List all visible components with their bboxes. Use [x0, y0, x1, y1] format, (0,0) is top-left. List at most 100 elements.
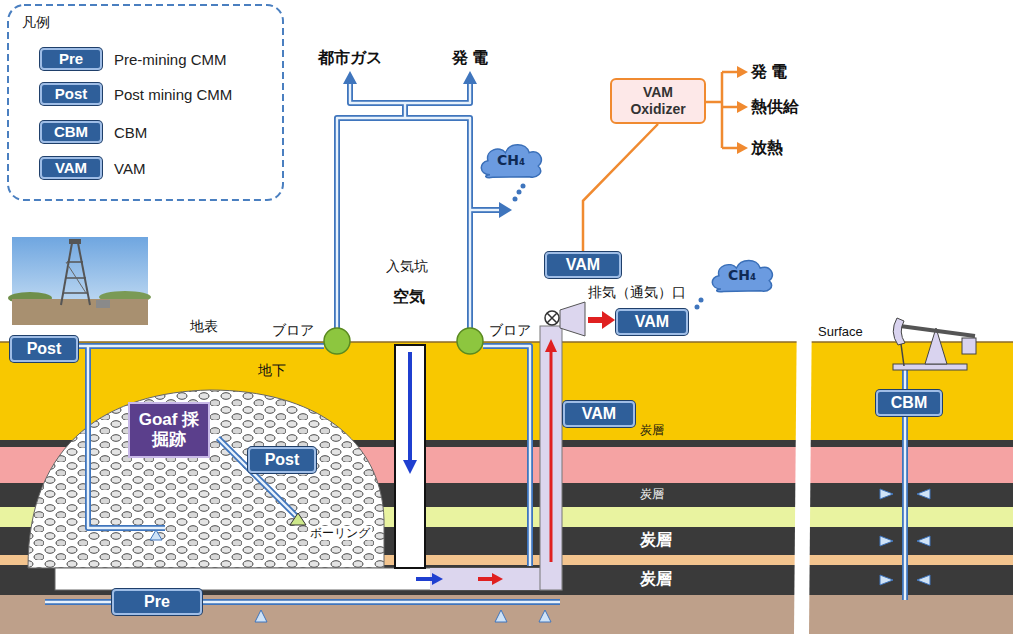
- rig-bar: [67, 261, 83, 263]
- output-label: 放熱: [751, 138, 783, 157]
- methane-cloud: CH₄: [705, 254, 779, 296]
- gas-pipe: [483, 346, 530, 566]
- goaf-box: Goaf 採掘跡: [128, 402, 210, 458]
- fan-housing: [560, 302, 585, 336]
- gas-pipe: [470, 209, 500, 211]
- node-text: Post: [265, 450, 300, 469]
- gas-inflow-arrow: [880, 536, 893, 546]
- gas-inflow-arrow: [880, 575, 893, 585]
- blower: [324, 328, 350, 354]
- pipe-arrowhead: [343, 71, 357, 84]
- node-text: VAM: [635, 312, 669, 331]
- underground-label: 地下: [258, 362, 286, 379]
- rig-leg: [78, 243, 90, 305]
- gas-pipe: [350, 82, 470, 118]
- methane-dot: [521, 184, 526, 189]
- exhaust-arrowhead: [602, 311, 615, 329]
- gas-inflow-arrow: [917, 536, 930, 546]
- pre-badge: Pre: [112, 589, 202, 615]
- legend-swatch: Pre: [40, 48, 102, 70]
- section-gap: [794, 300, 812, 634]
- output-arrowhead: [737, 66, 748, 78]
- blower: [457, 328, 483, 354]
- output-label: 熱供給: [751, 97, 799, 116]
- drill-bit: [290, 513, 306, 525]
- node-text: Goaf 採掘跡: [134, 410, 204, 449]
- seam-label: 炭層: [640, 423, 664, 437]
- legend-row: CBM CBM: [40, 121, 147, 143]
- post-badge: Post: [10, 336, 78, 362]
- gas-pipe: [350, 82, 470, 118]
- cbm-badge: CBM: [876, 390, 942, 416]
- intake-shaft: [395, 345, 425, 568]
- legend-badge-text: Post: [55, 85, 88, 103]
- blower-label: ブロア: [272, 322, 314, 339]
- gas-inflow-arrow: [150, 530, 162, 540]
- node-text: CH₄: [497, 152, 525, 168]
- seam-label: 炭層: [640, 530, 672, 549]
- photo-sky: [12, 237, 148, 325]
- gas-inflow-arrow: [495, 610, 507, 622]
- node-text: VAM Oxidizer: [616, 84, 700, 118]
- gas-inflow-arrow: [255, 610, 267, 622]
- surface-label: 地表: [190, 318, 218, 335]
- pipe-inner: [45, 82, 905, 602]
- rig-bar: [63, 292, 88, 294]
- exhaust-fan: [545, 311, 559, 325]
- connector-line: [583, 124, 658, 252]
- gas-pipe: [470, 207, 500, 213]
- legend-badge-text: CBM: [54, 123, 88, 141]
- fan-cross: [547, 313, 557, 323]
- pumpjack-head: [893, 318, 905, 345]
- goaf-rubble: [28, 390, 384, 568]
- pipe-arrowhead: [463, 71, 477, 84]
- exhaust-shaft: [540, 326, 562, 590]
- pipe-arrowhead: [499, 202, 512, 218]
- gas-inflow-arrow: [880, 489, 893, 499]
- gas-pipe: [78, 345, 324, 347]
- legend-frame: [8, 5, 283, 200]
- pumpjack-beam: [900, 326, 975, 336]
- legend-text: CBM: [114, 124, 147, 141]
- rig-equipment: [96, 300, 110, 308]
- legend-badge-text: VAM: [55, 159, 87, 177]
- legend-row: Post Post mining CMM: [40, 83, 232, 105]
- airflow-arrowhead: [403, 460, 417, 474]
- legend-row: VAMVAM: [40, 157, 145, 179]
- return-arrow: [478, 577, 494, 581]
- return-arrowhead: [492, 573, 503, 585]
- oxidizer-box: VAM Oxidizer: [610, 78, 706, 124]
- legend-swatch: VAM: [40, 157, 102, 179]
- pumpjack-rod: [901, 344, 904, 366]
- blower-label: ブロア: [489, 322, 531, 339]
- gas-pipe: [337, 118, 470, 328]
- output-line: [706, 72, 738, 148]
- rig-top: [69, 239, 81, 244]
- vam-badge: VAM: [616, 309, 688, 335]
- node-text: CBM: [891, 393, 927, 412]
- legend-text: Post mining CMM: [114, 86, 232, 103]
- vam-badge: VAM: [545, 252, 621, 278]
- surface-label: Surface: [818, 324, 863, 340]
- node-text: Post: [27, 339, 62, 358]
- boring-label: ボーリング: [308, 526, 372, 540]
- vam-badge: VAM: [563, 401, 635, 427]
- output-label: 発 電: [452, 48, 488, 67]
- node-text: CH₄: [728, 267, 756, 283]
- legend-text: Pre-mining CMM: [114, 51, 227, 68]
- legend-row: Pre Pre-mining CMM: [40, 48, 227, 70]
- pipe-outer: [45, 82, 905, 602]
- rig-brace: [66, 262, 86, 293]
- gas-pipe: [483, 346, 530, 566]
- surface-line: [0, 341, 1013, 343]
- legend-swatch: Post: [40, 83, 102, 105]
- node-text: VAM: [582, 404, 616, 423]
- seam-label: 炭層: [640, 569, 672, 588]
- node-text: Pre: [144, 592, 170, 611]
- methane-dot: [517, 190, 522, 195]
- exhaust-label: 排気（通気）口: [588, 284, 686, 301]
- output-label: 都市ガス: [318, 48, 382, 67]
- return-arrowhead: [545, 339, 557, 352]
- legend-swatch: CBM: [40, 121, 102, 143]
